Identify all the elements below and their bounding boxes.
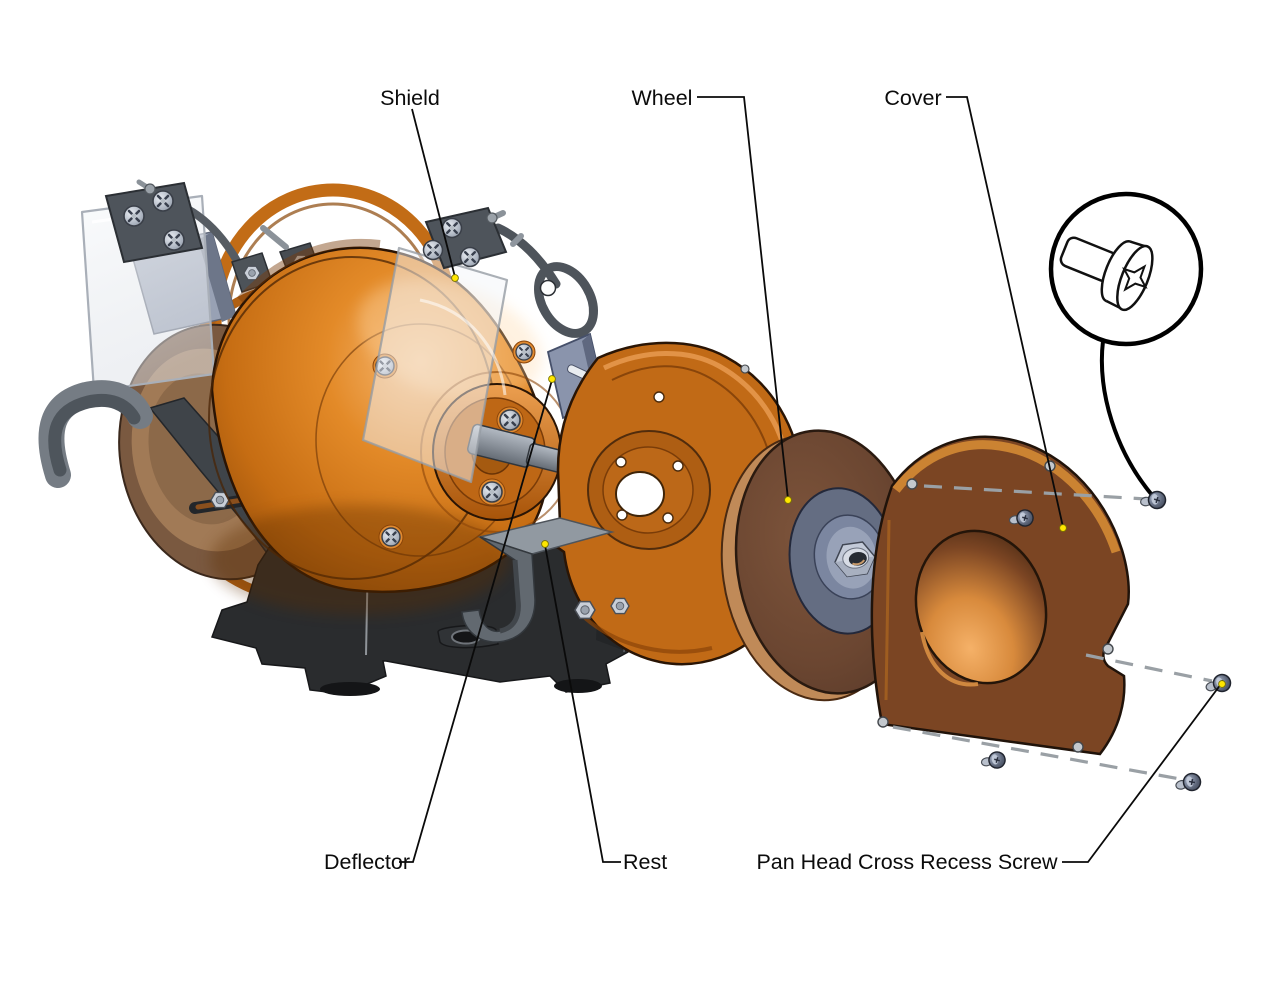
tool-rest (461, 517, 615, 643)
center-eye-shield (361, 246, 509, 484)
leader-deflector (399, 379, 553, 863)
label-deflector: Deflector (324, 850, 410, 874)
detail-screw-drawing (1059, 236, 1154, 312)
center-shield-clamp (422, 206, 598, 338)
label-shield: Shield (380, 86, 440, 110)
phillips-cross-icon (1122, 264, 1148, 292)
leader-rest (544, 544, 621, 863)
assembly-dashed-lines (892, 484, 1213, 781)
label-wheel: Wheel (632, 86, 693, 110)
leader-shield (411, 108, 456, 278)
detail-leader-curve (1099, 339, 1154, 497)
motor-face-screws (372, 340, 536, 550)
label-rest: Rest (623, 850, 667, 874)
leader-wheel (697, 96, 789, 500)
label-pan-head-screw: Pan Head Cross Recess Screw (756, 850, 1058, 874)
label-cover: Cover (884, 86, 941, 110)
pan-head-screws (1138, 489, 1234, 796)
leader-pan-head-screw (1062, 683, 1222, 863)
leader-cover (946, 96, 1064, 528)
wheel-cover (870, 435, 1130, 772)
leader-lines (399, 96, 1222, 863)
callout-labels: Shield Wheel Cover Deflector Rest Pan He… (324, 86, 1058, 874)
guard-mounting-holes (615, 391, 684, 524)
left-rest-hook (38, 380, 153, 488)
detail-circle (1048, 191, 1204, 347)
